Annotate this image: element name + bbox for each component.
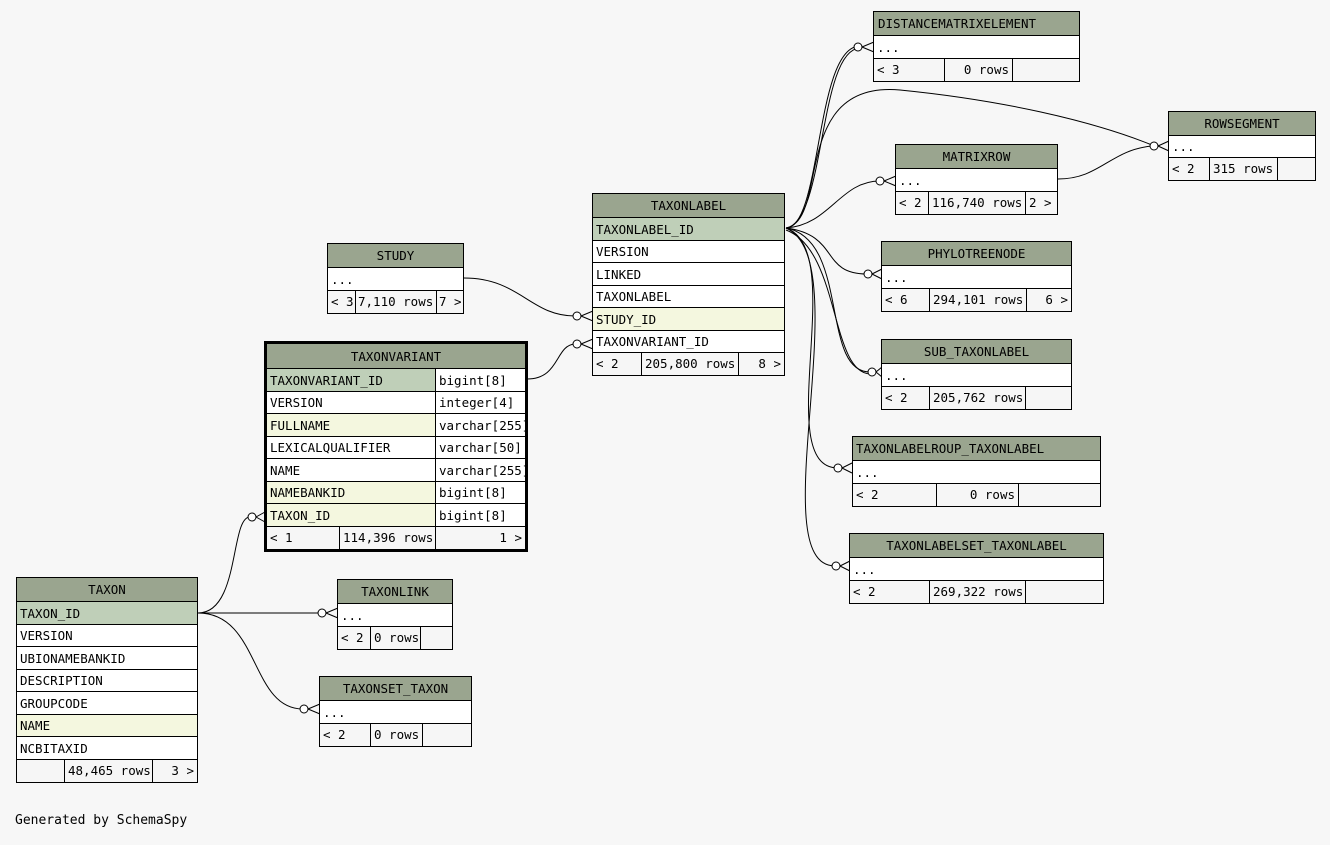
edge-study-taxonlabel <box>463 277 576 317</box>
table-footer: 48,465 rows 3 > <box>17 760 197 782</box>
table-row: ... <box>874 36 1079 59</box>
table-footer: < 2 315 rows <box>1169 158 1315 180</box>
table-row: VERSION <box>17 625 197 647</box>
table-title: MATRIXROW <box>896 145 1057 169</box>
table-footer: < 2 205,762 rows <box>882 387 1071 409</box>
table-title: TAXONVARIANT <box>267 344 525 369</box>
table-row: ... <box>328 268 463 291</box>
table-row: STUDY_ID <box>593 308 784 331</box>
table-row: ... <box>338 604 452 627</box>
table-footer: < 3 7,110 rows 7 > <box>328 291 463 313</box>
table-taxonlabelroup-taxonlabel[interactable]: TAXONLABELROUP_TAXONLABEL ... < 2 0 rows <box>852 436 1101 507</box>
table-row: LINKED <box>593 263 784 286</box>
edge-taxonlabel-matrixrow <box>785 180 881 229</box>
edge-taxonlabel-taxonlabelroup <box>785 227 839 469</box>
table-title: PHYLOTREENODE <box>882 242 1071 266</box>
table-row: ... <box>853 461 1100 484</box>
edge-matrixrow-rowsegment <box>1057 145 1153 180</box>
table-footer: < 2 205,800 rows 8 > <box>593 353 784 375</box>
table-footer: < 2 269,322 rows <box>850 581 1103 603</box>
table-row: ... <box>882 364 1071 387</box>
table-study[interactable]: STUDY ... < 3 7,110 rows 7 > <box>327 243 464 314</box>
table-rowsegment[interactable]: ROWSEGMENT ... < 2 315 rows <box>1168 111 1316 181</box>
table-title: STUDY <box>328 244 463 268</box>
table-title: TAXONLABELROUP_TAXONLABEL <box>853 437 1100 461</box>
table-row: TAXONLABEL_ID <box>593 218 784 241</box>
edge-taxon-taxonvariant <box>197 516 251 614</box>
table-taxon[interactable]: TAXON TAXON_ID VERSION UBIONAMEBANKID DE… <box>16 577 198 783</box>
table-title: DISTANCEMATRIXELEMENT <box>874 12 1079 36</box>
table-row: TAXON_ID <box>17 602 197 625</box>
table-title: TAXONLABEL <box>593 194 784 218</box>
table-footer: < 2 0 rows <box>853 484 1100 506</box>
table-row: GROUPCODE <box>17 692 197 715</box>
table-row: ... <box>882 266 1071 289</box>
table-row: TAXON_ID bigint[8] <box>267 504 525 527</box>
table-row: NAME <box>17 715 197 737</box>
table-title: TAXONLABELSET_TAXONLABEL <box>850 534 1103 558</box>
table-title: SUB_TAXONLABEL <box>882 340 1071 364</box>
table-title: ROWSEGMENT <box>1169 112 1315 136</box>
table-phylotreenode[interactable]: PHYLOTREENODE ... < 6 294,101 rows 6 > <box>881 241 1072 312</box>
table-footer: < 6 294,101 rows 6 > <box>882 289 1071 311</box>
table-row: ... <box>850 558 1103 581</box>
table-row: TAXONVARIANT_ID <box>593 331 784 353</box>
table-row: DESCRIPTION <box>17 670 197 692</box>
edge-taxonlabel-rowsegment <box>785 89 1153 229</box>
table-title: TAXONSET_TAXON <box>320 677 471 701</box>
table-taxonvariant[interactable]: TAXONVARIANT TAXONVARIANT_ID bigint[8] V… <box>264 341 528 552</box>
table-row: NAME varchar[255] <box>267 459 525 482</box>
table-row: VERSION integer[4] <box>267 392 525 414</box>
table-taxonlabel[interactable]: TAXONLABEL TAXONLABEL_ID VERSION LINKED … <box>592 193 785 376</box>
table-row: ... <box>320 701 471 724</box>
edge-taxonlabel-sub-taxonlabel <box>785 227 871 373</box>
table-row: VERSION <box>593 241 784 263</box>
table-title: TAXONLINK <box>338 580 452 604</box>
table-footer: < 2 0 rows <box>320 724 471 746</box>
table-row: ... <box>896 169 1057 192</box>
table-footer: < 3 0 rows <box>874 59 1079 81</box>
table-footer: < 1 114,396 rows 1 > <box>267 527 525 549</box>
table-row: TAXONLABEL <box>593 286 784 308</box>
table-row: FULLNAME varchar[255] <box>267 414 525 437</box>
table-sub-taxonlabel[interactable]: SUB_TAXONLABEL ... < 2 205,762 rows <box>881 339 1072 410</box>
table-taxonlabelset-taxonlabel[interactable]: TAXONLABELSET_TAXONLABEL ... < 2 269,322… <box>849 533 1104 604</box>
generated-by-label: Generated by SchemaSpy <box>15 813 188 828</box>
table-distancematrixelement[interactable]: DISTANCEMATRIXELEMENT ... < 3 0 rows <box>873 11 1080 82</box>
edge-taxon-taxonset-taxon <box>197 612 304 710</box>
table-row: TAXONVARIANT_ID bigint[8] <box>267 369 525 392</box>
edge-taxonlabel-taxonlabelset <box>785 227 836 567</box>
table-taxonlink[interactable]: TAXONLINK ... < 2 0 rows <box>337 579 453 650</box>
edge-taxonlabel-phylotreenode <box>785 227 868 275</box>
table-row: UBIONAMEBANKID <box>17 647 197 670</box>
table-matrixrow[interactable]: MATRIXROW ... < 2 116,740 rows 2 > <box>895 144 1058 215</box>
table-footer: < 2 116,740 rows 2 > <box>896 192 1057 214</box>
table-row: ... <box>1169 136 1315 158</box>
table-title: TAXON <box>17 578 197 602</box>
table-row: NCBITAXID <box>17 737 197 760</box>
table-row: NAMEBANKID bigint[8] <box>267 482 525 504</box>
table-row: LEXICALQUALIFIER varchar[50] <box>267 437 525 459</box>
edge-taxonvariant-taxonlabel <box>526 343 576 380</box>
table-taxonset-taxon[interactable]: TAXONSET_TAXON ... < 2 0 rows <box>319 676 472 747</box>
table-footer: < 2 0 rows <box>338 627 452 649</box>
